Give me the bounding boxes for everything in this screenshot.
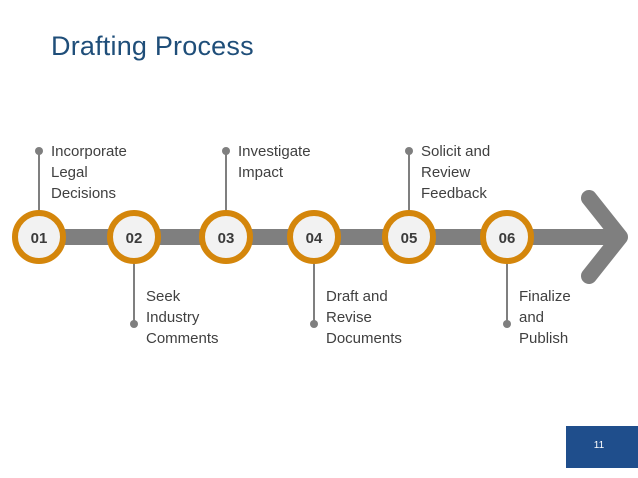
step-connector-dot xyxy=(310,320,318,328)
step-connector-dot xyxy=(35,147,43,155)
step-label-line: Industry xyxy=(146,309,200,326)
step-label-line: Legal xyxy=(51,164,88,181)
step-label-line: Revise xyxy=(326,309,372,326)
page-number: 11 xyxy=(593,440,605,451)
step-label-line: Finalize xyxy=(519,288,571,305)
step-circle-04 xyxy=(287,210,341,264)
step-label-line: Review xyxy=(421,164,471,181)
step-number: 02 xyxy=(126,230,143,247)
step-circle-01 xyxy=(12,210,66,264)
step-circle-05 xyxy=(382,210,436,264)
step-connector-dot xyxy=(405,147,413,155)
step-circle-03 xyxy=(199,210,253,264)
step-label-line: and xyxy=(519,309,545,326)
step-connector-dot xyxy=(130,320,138,328)
step-label-line: Documents xyxy=(326,330,402,347)
step-label-line: Comments xyxy=(146,330,219,347)
step-label-line: Investigate xyxy=(238,143,311,160)
step-label-line: Impact xyxy=(238,164,284,181)
step-label-line: Solicit and xyxy=(421,143,491,160)
page-number-box: 11 xyxy=(566,426,638,468)
step-connector-dot xyxy=(222,147,230,155)
slide-title: Drafting Process xyxy=(51,31,254,61)
step-number: 06 xyxy=(499,230,516,247)
step-number: 01 xyxy=(31,230,48,247)
step-label-line: Decisions xyxy=(51,185,117,202)
step-label-line: Seek xyxy=(146,288,181,305)
step-label-line: Incorporate xyxy=(51,143,127,160)
step-number: 05 xyxy=(401,230,418,247)
step-label-line: Feedback xyxy=(421,185,487,202)
step-connector-dot xyxy=(503,320,511,328)
step-label-line: Publish xyxy=(519,330,569,347)
step-label-line: Draft and xyxy=(326,288,388,305)
step-number: 03 xyxy=(218,230,235,247)
step-number: 04 xyxy=(306,230,323,247)
timeline-arrowhead xyxy=(581,190,628,284)
step-circle-06 xyxy=(480,210,534,264)
step-circle-02 xyxy=(107,210,161,264)
